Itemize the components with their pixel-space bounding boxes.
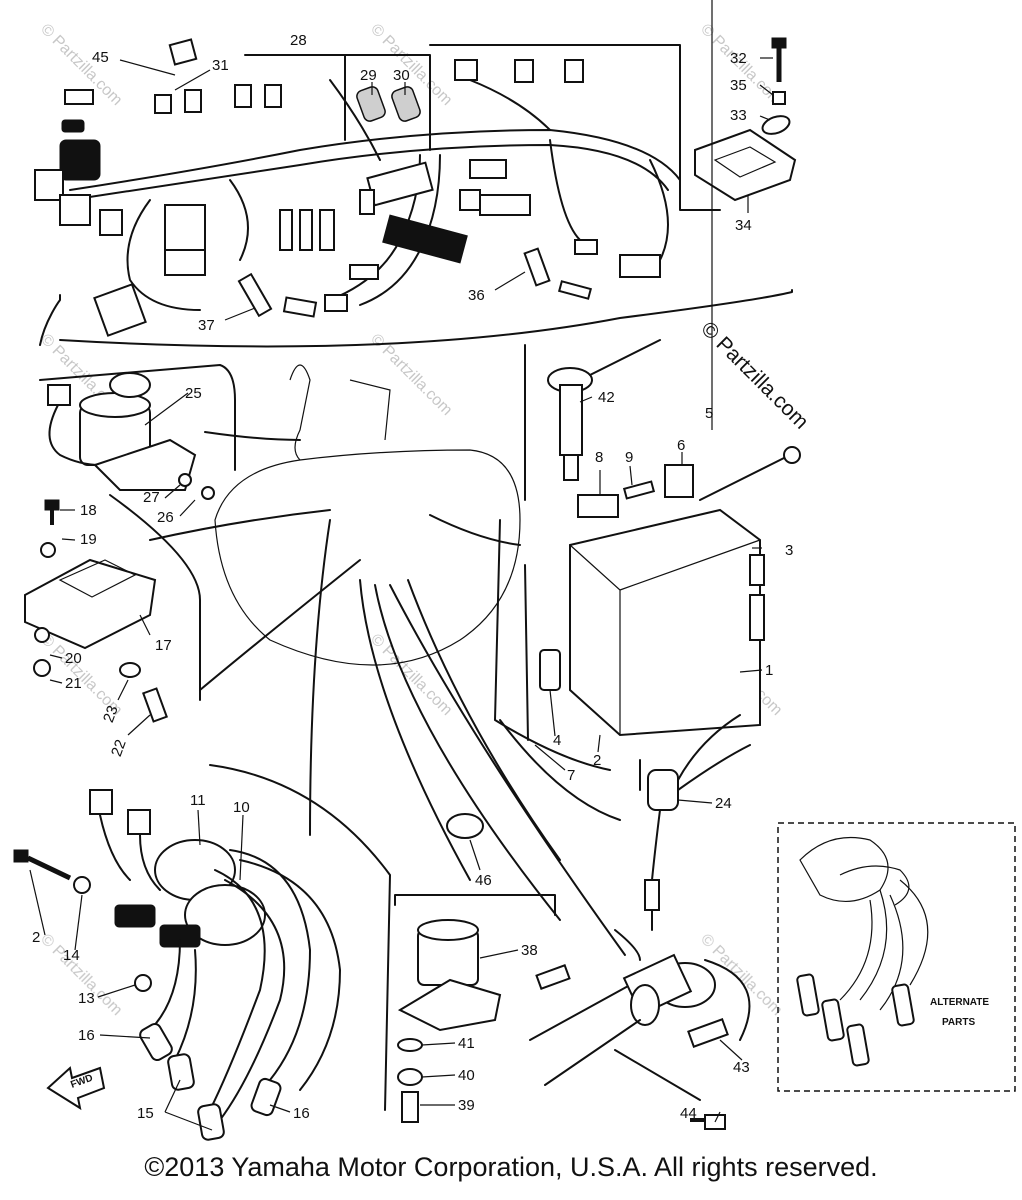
forward-arrow-icon — [46, 1066, 106, 1111]
label-34: 34 — [735, 217, 752, 234]
label-32: 32 — [730, 50, 747, 67]
frame-outline — [214, 364, 521, 666]
watermark: © Partzilla.com — [367, 631, 455, 719]
label-28: 28 — [290, 32, 307, 49]
label-35: 35 — [730, 77, 747, 94]
harness-wires — [69, 79, 681, 956]
label-44: 44 — [680, 1105, 697, 1122]
label-43: 43 — [733, 1059, 750, 1076]
label-36: 36 — [468, 287, 485, 304]
label-19: 19 — [80, 531, 97, 548]
label-7: 7 — [567, 767, 575, 784]
label-3: 3 — [785, 542, 793, 559]
label-12: 2 — [32, 929, 40, 946]
copyright-notice: ©2013 Yamaha Motor Corporation, U.S.A. A… — [144, 1152, 878, 1182]
section-outlines — [39, 44, 1016, 1111]
label-9: 9 — [625, 449, 633, 466]
label-4: 4 — [553, 732, 561, 749]
label-41: 41 — [458, 1035, 475, 1052]
alternate-parts-line1: ALTERNATE — [930, 997, 989, 1008]
label-27: 27 — [143, 489, 160, 506]
label-13: 13 — [78, 990, 95, 1007]
label-37: 37 — [198, 317, 215, 334]
label-22: 22 — [108, 737, 130, 758]
label-15: 15 — [137, 1105, 154, 1122]
label-31: 31 — [212, 57, 229, 74]
label-21: 21 — [65, 675, 82, 692]
leader-lines — [29, 0, 774, 1131]
label-16b: 16 — [293, 1105, 310, 1122]
label-8: 8 — [595, 449, 603, 466]
label-6: 6 — [677, 437, 685, 454]
label-38: 38 — [521, 942, 538, 959]
alternate-parts-line2: PARTS — [942, 1017, 975, 1028]
label-25: 25 — [185, 385, 202, 402]
label-45: 45 — [92, 49, 109, 66]
condenser-43 — [544, 953, 751, 1130]
label-42: 42 — [598, 389, 615, 406]
label-23: 23 — [100, 703, 122, 724]
label-39: 39 — [458, 1097, 475, 1114]
label-30: 30 — [393, 67, 410, 84]
label-20: 20 — [65, 650, 82, 667]
ignition-switch — [47, 372, 215, 500]
label-46: 46 — [475, 872, 492, 889]
label-1: 1 — [765, 662, 773, 679]
label-29: 29 — [360, 67, 377, 84]
watermark-main: © Partzilla.com — [696, 317, 812, 433]
label-17: 17 — [155, 637, 172, 654]
label-11: 11 — [190, 792, 206, 809]
label-26: 26 — [157, 509, 174, 526]
label-10: 10 — [233, 799, 250, 816]
label-40: 40 — [458, 1067, 475, 1084]
label-14: 14 — [63, 947, 80, 964]
label-18: 18 — [80, 502, 97, 519]
switch-24 — [644, 714, 751, 931]
label-24: 24 — [715, 795, 732, 812]
relay-38 — [397, 813, 571, 1123]
part-labels: 45 31 28 29 30 32 35 33 34 36 37 42 5 6 … — [32, 32, 793, 1122]
label-33: 33 — [730, 107, 747, 124]
label-16: 16 — [78, 1027, 95, 1044]
alternate-parts-sketch: ALTERNATE PARTS — [796, 836, 989, 1067]
harness-connectors — [34, 37, 797, 337]
battery — [524, 339, 801, 741]
wiring-parts-diagram: © Partzilla.com © Partzilla.com © Partzi… — [13, 0, 1016, 1141]
label-2b: 2 — [593, 752, 601, 769]
igniter-unit — [24, 499, 168, 723]
alternate-parts-box — [777, 822, 1016, 1092]
label-5: 5 — [705, 405, 713, 422]
ignition-coils: FWD — [13, 789, 341, 1141]
